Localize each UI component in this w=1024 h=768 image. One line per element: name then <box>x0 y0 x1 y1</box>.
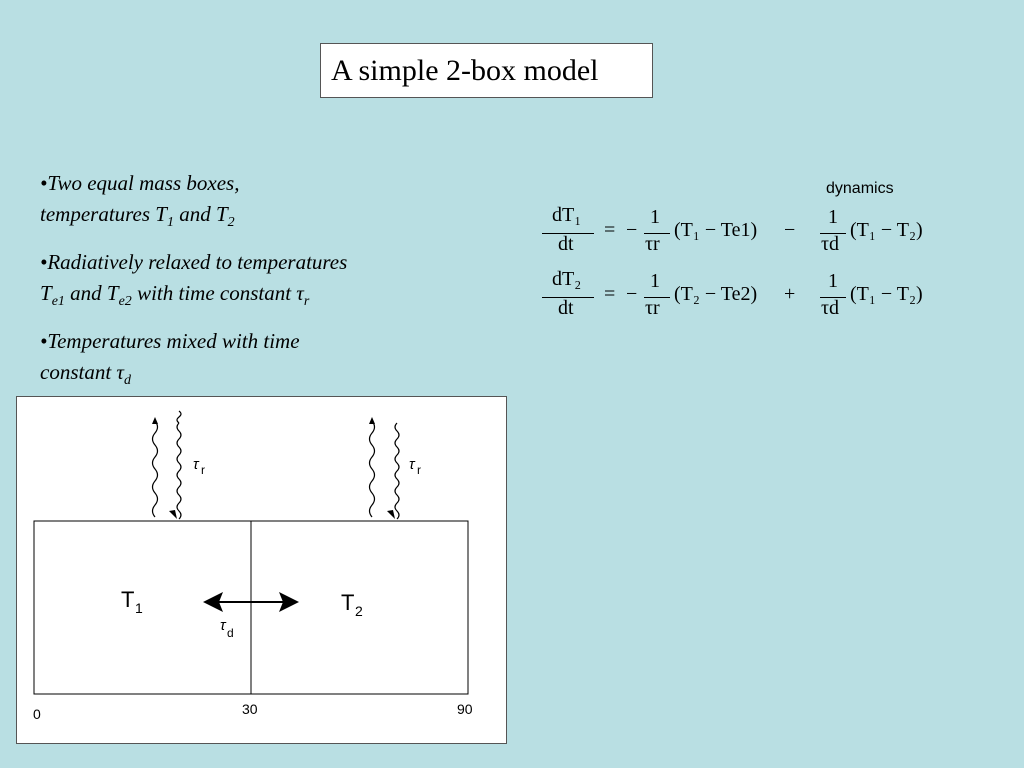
radiation-arrow-up <box>368 420 376 518</box>
box2-temperature-label: T <box>341 590 354 615</box>
dynamics-label: dynamics <box>826 180 894 197</box>
bullet-item: •Radiatively relaxed to temperatures Te1… <box>40 250 348 310</box>
mixing-arrow-right-head <box>279 592 299 612</box>
bullet-list: •Two equal mass boxes, temperatures T1 a… <box>40 168 440 406</box>
two-box-diagram: τ r τ r T 1 T 2 τ d 0 30 90 <box>16 396 507 744</box>
mixing-arrow-left-head <box>203 592 223 612</box>
radiation-arrow-up <box>151 420 159 518</box>
equation-1: dT₁ dt = − 1 τr (T₁ − Te1) − 1 τd (T₁ − … <box>538 204 978 260</box>
tau-r-label-right: τ <box>409 456 416 473</box>
tau-d-label: τ <box>220 617 227 634</box>
radiation-arrow-down <box>394 422 400 520</box>
box2-temperature-sub: 2 <box>355 603 363 619</box>
arrowhead <box>387 510 395 519</box>
tau-r-label-left: τ <box>193 456 200 473</box>
bullet-item: •Temperatures mixed with time constant τ… <box>40 329 300 389</box>
two-box-diagram-svg: τ r τ r T 1 T 2 τ d 0 30 90 <box>33 410 473 722</box>
slide-title: A simple 2-box model <box>320 43 653 98</box>
equation-2: dT₂ dt = − 1 τr (T₂ − Te2) + 1 τd (T₁ − … <box>538 268 978 324</box>
arrowhead <box>152 417 158 424</box>
axis-tick-0: 0 <box>33 706 41 722</box>
box1-temperature-label: T <box>121 587 134 612</box>
slide-title-text: A simple 2-box model <box>331 54 599 87</box>
bullet-item: •Two equal mass boxes, temperatures T1 a… <box>40 171 240 231</box>
box1-temperature-sub: 1 <box>135 600 143 616</box>
axis-tick-30: 30 <box>242 701 258 717</box>
arrowhead <box>169 510 177 519</box>
tau-r-sub-right: r <box>417 463 421 477</box>
axis-tick-90: 90 <box>457 701 473 717</box>
radiation-arrow-down <box>176 410 182 520</box>
tau-d-sub: d <box>227 626 234 640</box>
tau-r-sub-left: r <box>201 463 205 477</box>
arrowhead <box>369 417 375 424</box>
